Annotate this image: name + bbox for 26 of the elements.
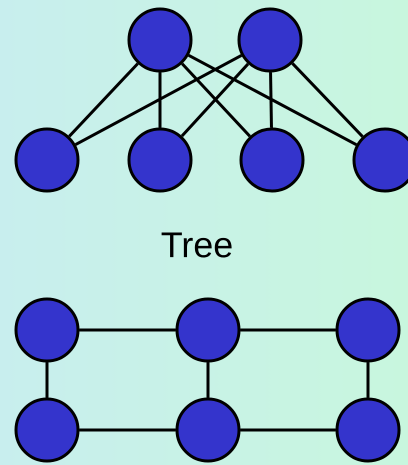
edge-line <box>68 62 139 138</box>
edge-line <box>206 362 210 398</box>
graph-node <box>176 298 240 362</box>
edge-line <box>240 328 336 332</box>
edge-line <box>291 62 364 138</box>
graph-node <box>176 398 240 462</box>
graph-node <box>238 8 302 72</box>
edge-line <box>366 362 370 398</box>
graph-node <box>14 298 80 362</box>
graph-node <box>336 398 400 462</box>
edge-line <box>158 72 162 128</box>
graph-node <box>14 128 80 192</box>
edge-line <box>80 428 176 432</box>
caption-label: Tree <box>162 232 232 258</box>
edge-line <box>46 362 48 398</box>
graph-node <box>128 128 192 192</box>
graph-node <box>240 128 304 192</box>
edge-line <box>188 54 358 146</box>
edge-line <box>240 428 336 432</box>
graph-node <box>128 8 192 72</box>
edge-line <box>74 54 242 146</box>
graph-node <box>336 298 400 362</box>
edge-line <box>80 328 176 332</box>
graph-node <box>352 128 408 192</box>
graph-node <box>14 398 80 462</box>
edge-line <box>269 72 273 128</box>
